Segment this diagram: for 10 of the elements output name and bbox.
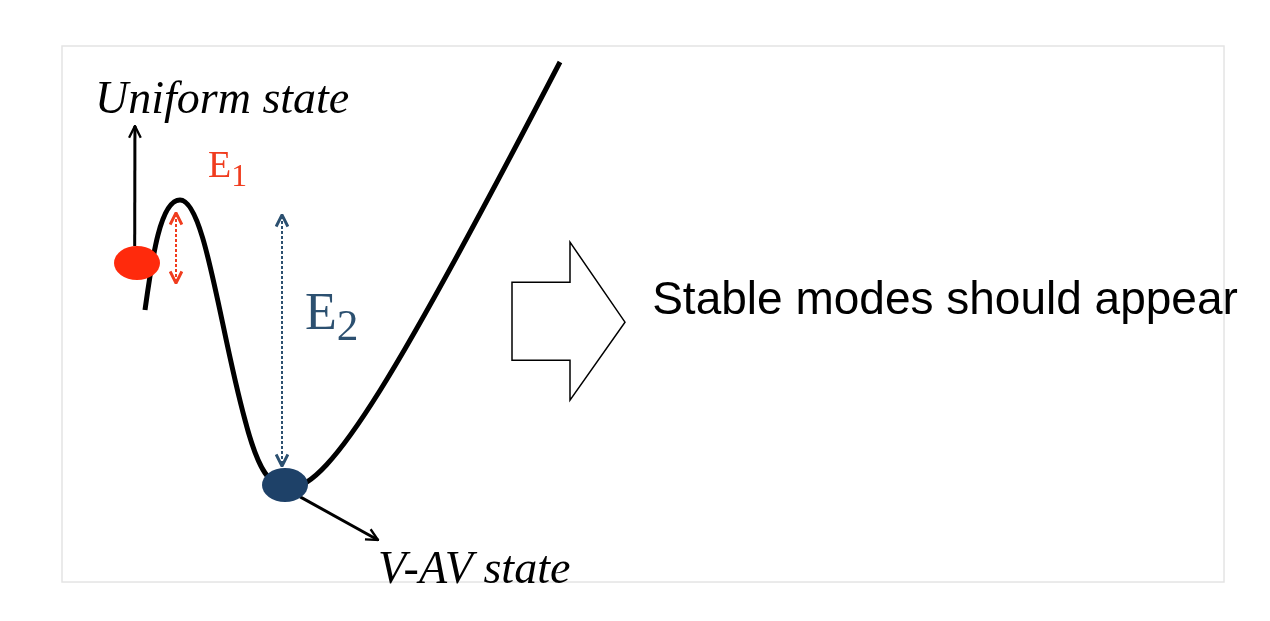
energy-label: E$_{2}$ bbox=[305, 282, 359, 352]
ball-marker bbox=[114, 246, 160, 280]
state-label: V-AV state bbox=[378, 540, 628, 596]
arrow bbox=[299, 495, 380, 542]
block-arrow bbox=[511, 239, 626, 403]
energy-label: E$_{1}$ bbox=[208, 142, 248, 195]
conclusion-text: Stable modes should appear bbox=[625, 268, 1265, 394]
arrow bbox=[127, 124, 142, 246]
ball-marker bbox=[262, 468, 308, 502]
state-label: Uniform state bbox=[95, 70, 425, 126]
